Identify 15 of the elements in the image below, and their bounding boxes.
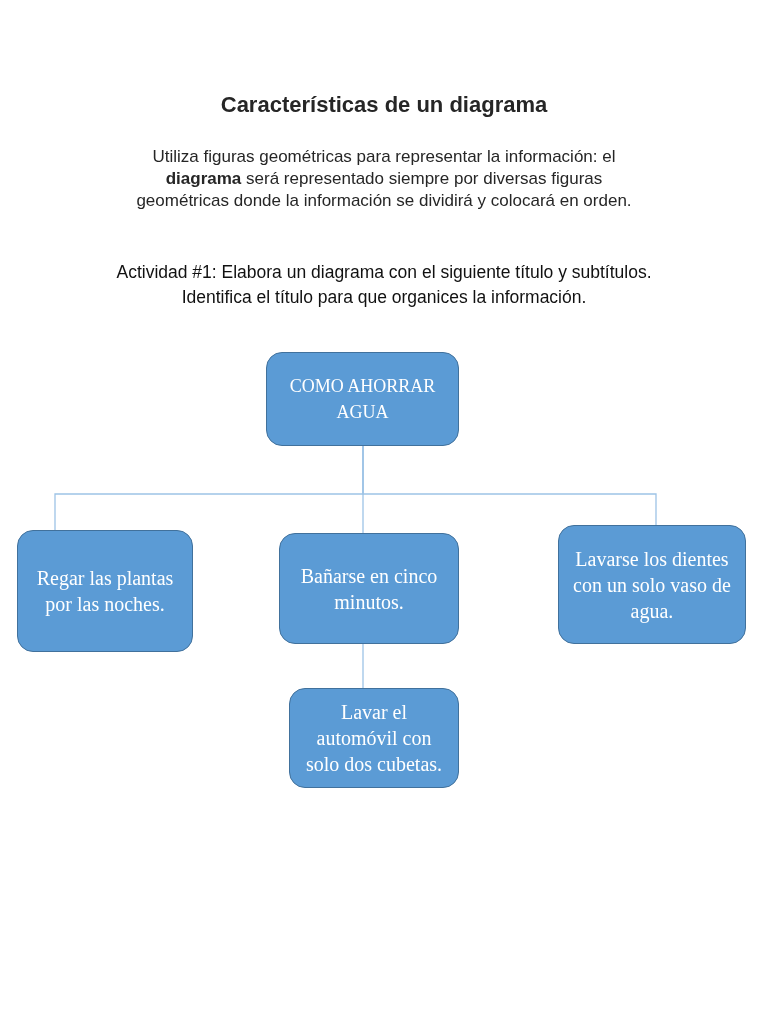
connector-line: [362, 643, 364, 689]
connector-line: [362, 445, 657, 526]
box-label: COMO AHORRAR AGUA: [288, 375, 437, 424]
intro-paragraph: Utiliza figuras geométricas para representar la información: el diagrama será representado siempre por diversas figuras geométricas donde la información se dividirá y colocará en orden.: [135, 146, 633, 212]
page-title: Características de un diagrama: [219, 91, 549, 119]
box-label: Lavarse los dientes con un solo vaso de agua.: [572, 546, 732, 624]
rounded-box: [279, 533, 459, 644]
rounded-box: [17, 530, 193, 652]
rounded-box: [558, 525, 746, 644]
box-label: Bañarse en cinco minutos.: [299, 563, 439, 615]
activity-instructions: Actividad #1: Elabora un diagrama con el siguiente título y subtítulos. Identifica el título para que organices la información.: [115, 261, 653, 309]
rounded-box: [266, 352, 459, 446]
box-label: Lavar el automóvil con solo dos cubetas.: [304, 700, 444, 777]
rounded-box: [289, 688, 459, 788]
box-label: Regar las plantas por las noches.: [35, 566, 175, 617]
